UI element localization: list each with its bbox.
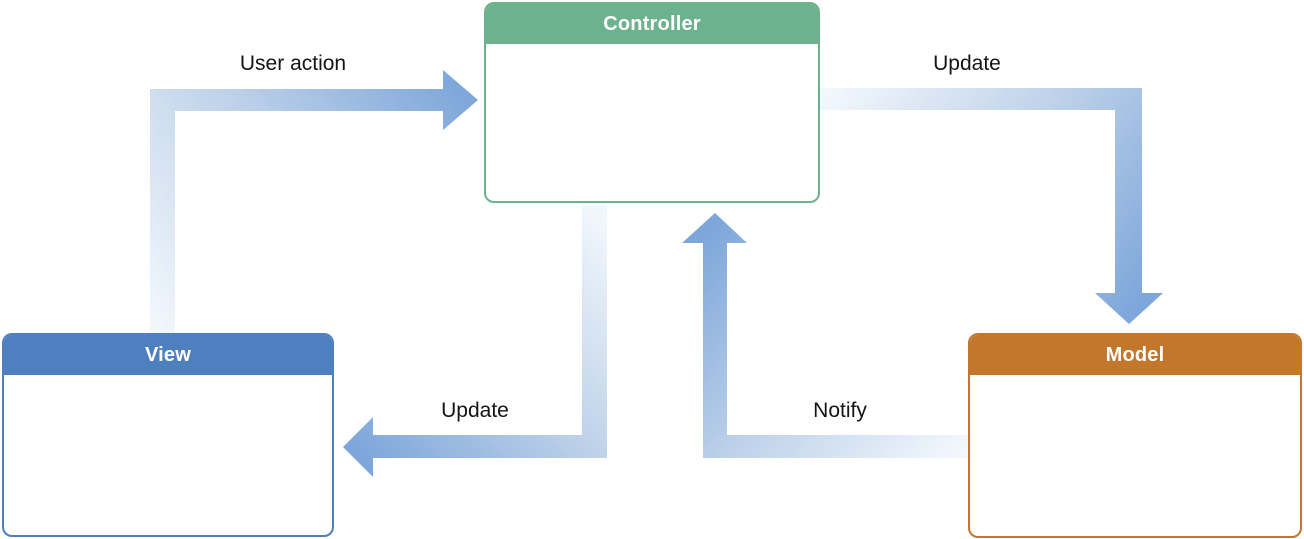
model-node: Model (968, 333, 1302, 538)
model-node-title: Model (1105, 344, 1165, 366)
controller-node: Controller (484, 2, 820, 203)
view-node-header: View (4, 335, 332, 375)
update-view-arrow (343, 205, 607, 477)
controller-node-header: Controller (486, 4, 818, 44)
edge-label-update-view: Update (441, 399, 509, 422)
view-node: View (2, 333, 334, 537)
edge-label-update-model: Update (933, 52, 1001, 75)
update-model-arrow (820, 88, 1163, 324)
user-action-arrow (150, 70, 478, 333)
edge-label-notify: Notify (813, 399, 867, 422)
edge-label-user-action: User action (239, 52, 347, 75)
view-node-title: View (144, 344, 191, 366)
model-node-header: Model (970, 335, 1300, 375)
controller-node-title: Controller (603, 13, 701, 35)
notify-arrow (682, 213, 970, 458)
